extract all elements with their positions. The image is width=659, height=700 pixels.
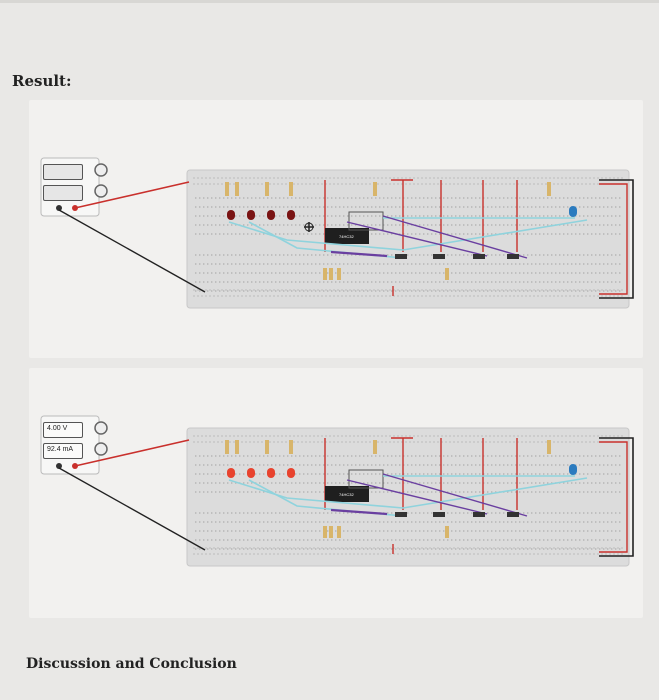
small-component: [507, 254, 519, 259]
small-component: [473, 512, 485, 517]
red-led: [227, 210, 235, 220]
red-loop-wire: [599, 183, 628, 295]
red-led: [287, 210, 295, 220]
small-component: [395, 512, 407, 517]
voltage-readout: 4.00 V: [43, 422, 83, 438]
black-wire: [58, 209, 206, 293]
resistor: [323, 526, 327, 538]
red-led: [247, 468, 255, 478]
red-wire: [74, 181, 190, 209]
resistor: [547, 440, 551, 454]
resistor: [337, 268, 341, 280]
move-cursor-icon: [304, 222, 314, 232]
circuit-diagram-after: 74HC32: [40, 415, 634, 567]
resistor: [445, 526, 449, 538]
red-loop-wire: [599, 441, 628, 553]
red-led: [227, 468, 235, 478]
circuit-panel-after: 74HC32 4.00 V 92.4 mA: [29, 368, 643, 618]
resistor: [265, 182, 269, 196]
resistor: [225, 182, 229, 196]
purple-wire: [382, 215, 528, 259]
resistor: [329, 526, 333, 538]
small-component: [433, 512, 445, 517]
current-readout: 92.4 mA: [43, 443, 83, 459]
negative-terminal: [56, 205, 62, 211]
small-component: [433, 254, 445, 259]
current-knob: [94, 184, 108, 198]
top-divider: [0, 0, 659, 3]
resistor: [329, 268, 333, 280]
small-component: [473, 254, 485, 259]
purple-wire: [330, 508, 388, 516]
resistor: [445, 268, 449, 280]
breadboard: [186, 169, 630, 309]
red-led: [267, 468, 275, 478]
resistor: [235, 182, 239, 196]
resistor: [373, 182, 377, 196]
black-loop-wire: [599, 179, 634, 299]
power-supply: 4.00 V 92.4 mA: [43, 418, 97, 476]
resistor: [323, 268, 327, 280]
voltage-knob: [94, 421, 108, 435]
ic-chip: [325, 228, 369, 244]
resistor: [289, 440, 293, 454]
red-led: [267, 210, 275, 220]
move-cursor-icon: [304, 222, 314, 232]
discussion-heading: Discussion and Conclusion: [26, 656, 237, 672]
circuit-panel-before: 74HC32: [29, 100, 643, 358]
purple-wire: [346, 479, 488, 515]
resistor: [225, 440, 229, 454]
chip-outline: [348, 469, 384, 489]
teal-wire: [228, 477, 588, 509]
purple-wire: [382, 473, 528, 517]
resistor: [337, 526, 341, 538]
black-wire: [58, 467, 206, 551]
resistor: [265, 440, 269, 454]
chip-outline: [348, 211, 384, 231]
resistor: [289, 182, 293, 196]
black-loop-wire: [599, 437, 634, 557]
resistor: [235, 440, 239, 454]
red-led: [287, 468, 295, 478]
small-component: [507, 512, 519, 517]
red-wire: [74, 439, 190, 467]
result-heading: Result:: [12, 72, 72, 90]
blue-led: [569, 206, 577, 217]
current-knob: [94, 442, 108, 456]
breadboard: [186, 427, 630, 567]
current-readout: [43, 185, 83, 201]
blue-led: [569, 464, 577, 475]
chip-label: 74HC32: [339, 492, 354, 497]
voltage-knob: [94, 163, 108, 177]
power-supply: [43, 160, 97, 218]
purple-wire: [346, 221, 488, 257]
chip-label: 74HC32: [339, 234, 354, 239]
resistor: [547, 182, 551, 196]
negative-terminal: [56, 463, 62, 469]
purple-wire: [330, 250, 388, 258]
ic-chip: [325, 486, 369, 502]
small-component: [395, 254, 407, 259]
circuit-diagram-before: 74HC32: [40, 157, 634, 309]
teal-wire: [228, 219, 588, 251]
voltage-readout: [43, 164, 83, 180]
resistor: [373, 440, 377, 454]
red-led: [247, 210, 255, 220]
